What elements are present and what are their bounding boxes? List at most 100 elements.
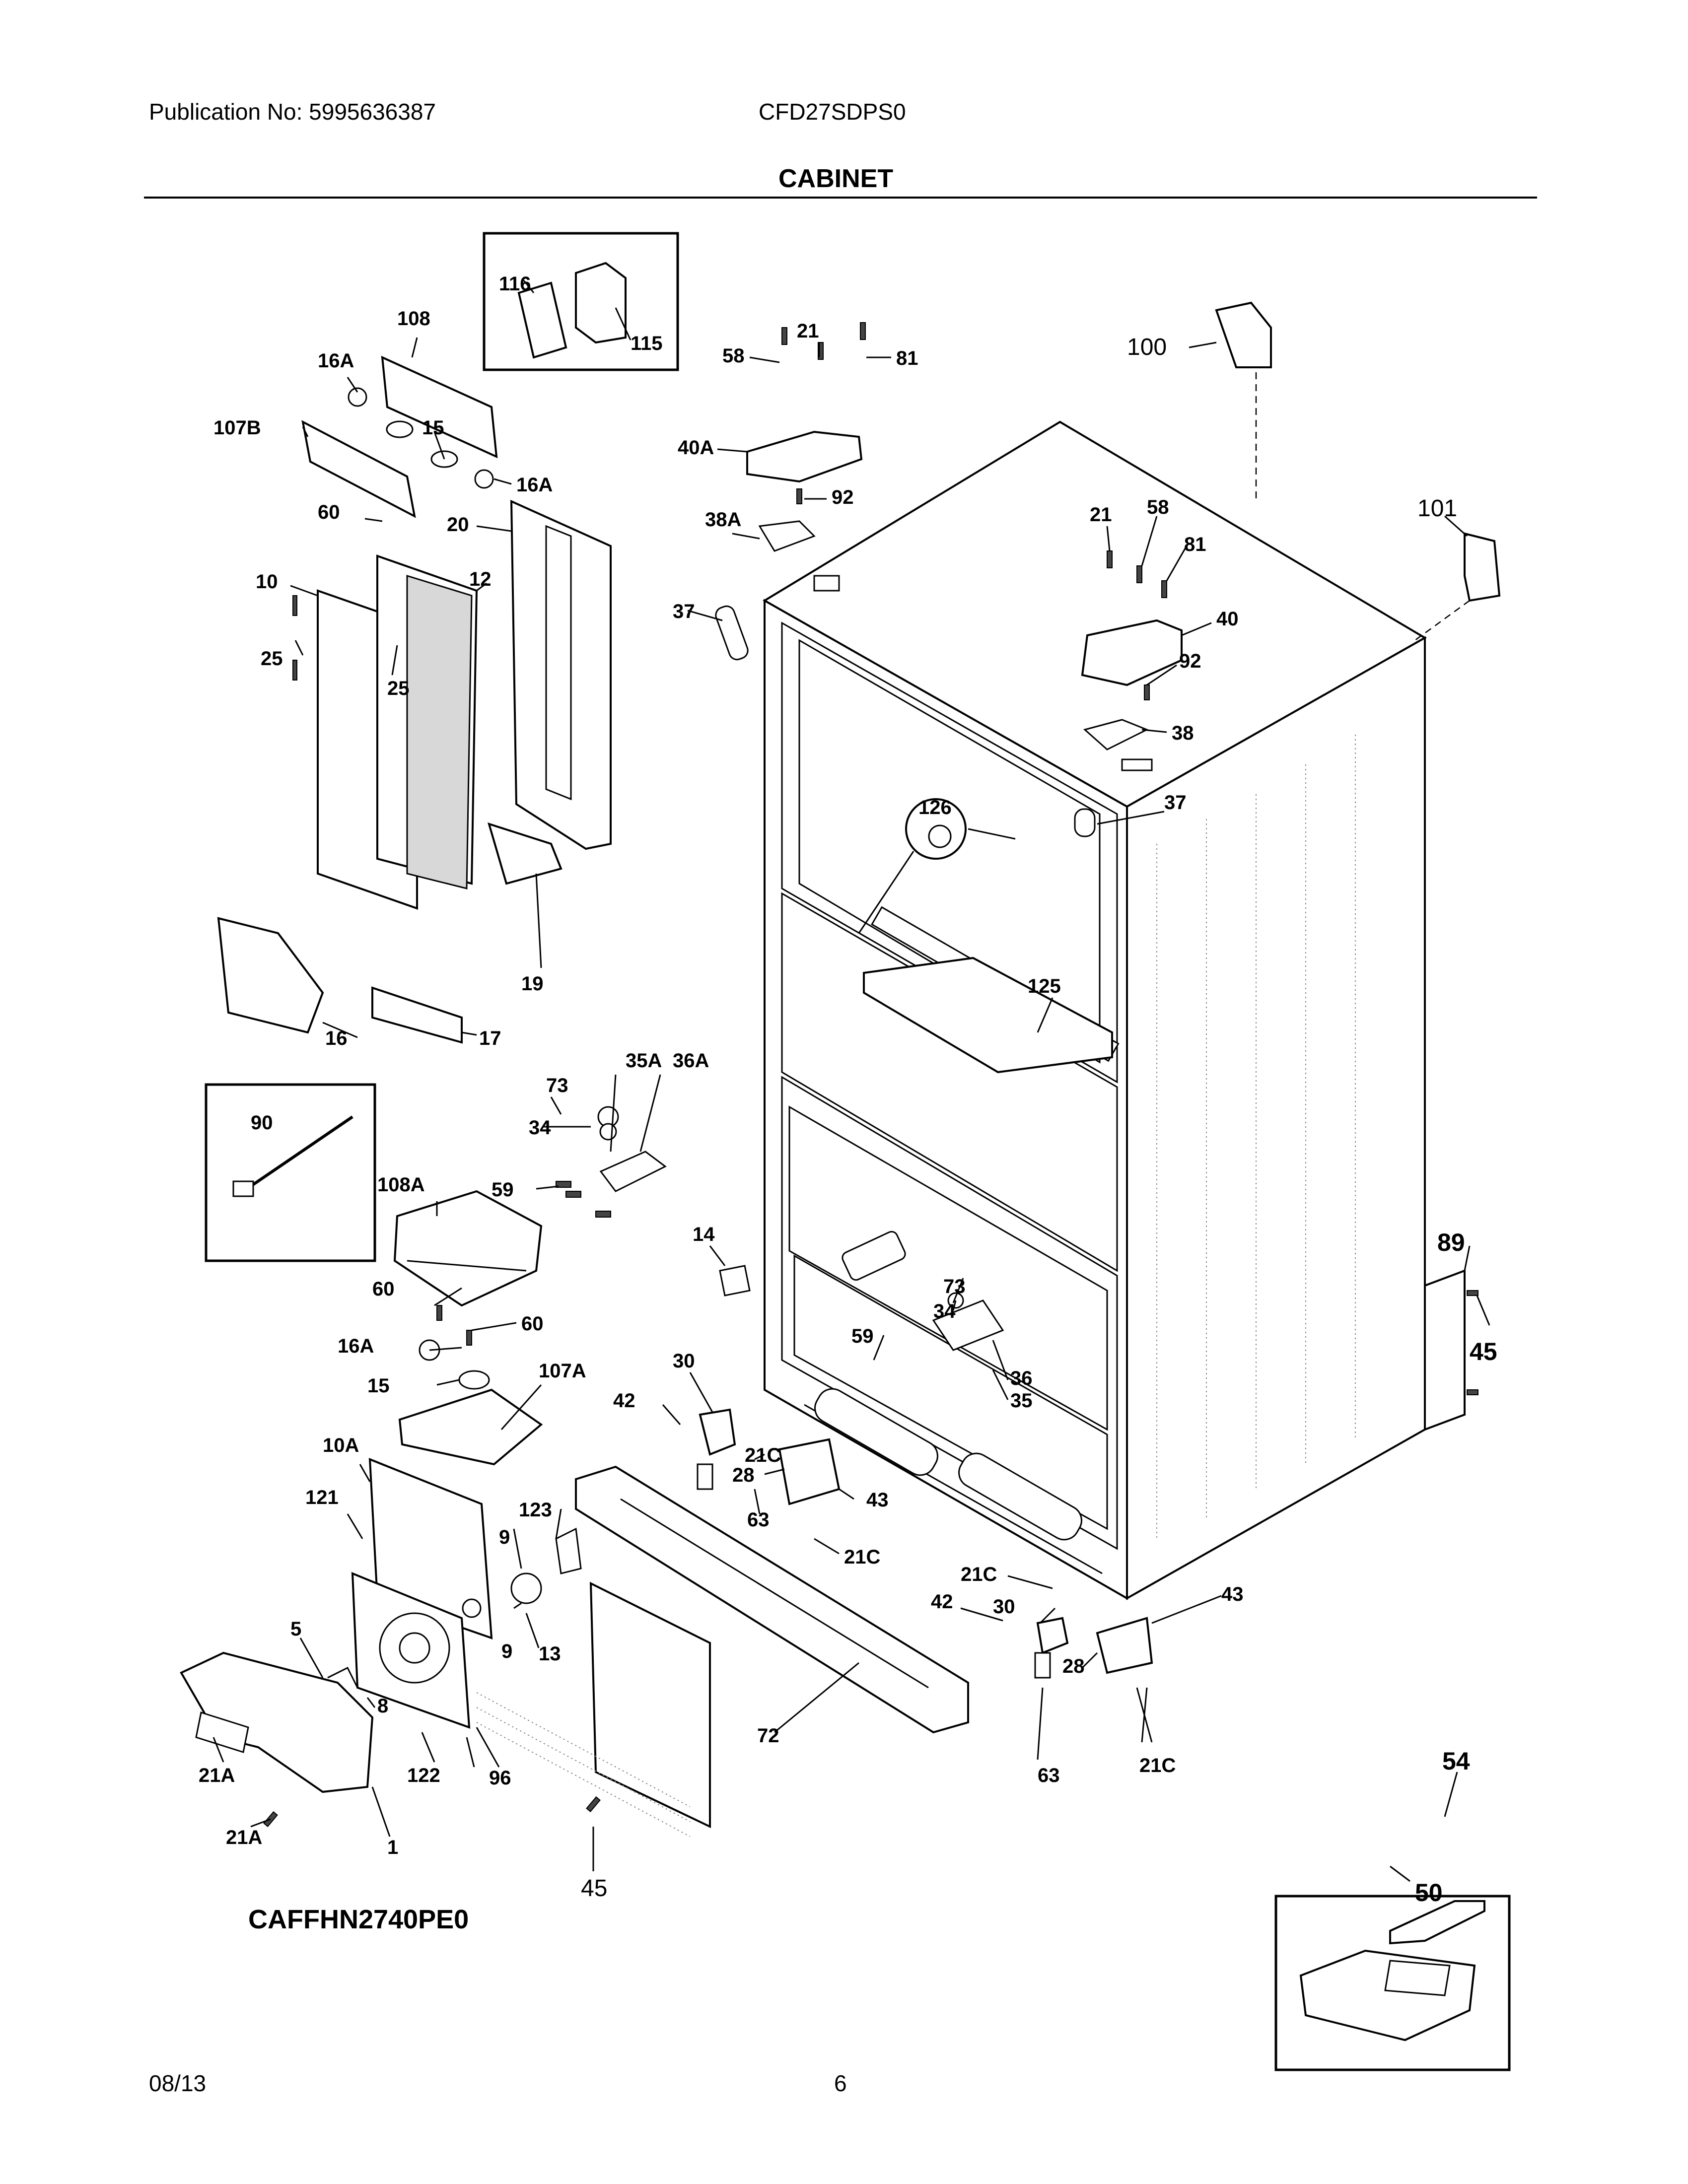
header-rule — [144, 197, 1537, 199]
callout-123: 123 — [519, 1499, 552, 1521]
leader-lines — [212, 280, 1490, 1882]
fan-assembly — [180, 1457, 711, 1837]
footer-date: 08/13 — [149, 2070, 207, 2096]
callout-36A: 36A — [673, 1050, 709, 1072]
callout-21C-b: 21C — [844, 1546, 880, 1568]
callout-73: 73 — [546, 1075, 568, 1096]
callout-16A-low: 16A — [338, 1335, 374, 1357]
top-hinge-left — [715, 322, 866, 661]
callout-21C-a: 21C — [745, 1444, 781, 1466]
callout-126: 126 — [918, 797, 952, 819]
callout-59: 59 — [492, 1179, 514, 1201]
callout-60: 60 — [318, 501, 340, 523]
callout-58-right: 58 — [1147, 496, 1169, 518]
callout-37: 37 — [673, 601, 695, 622]
callout-121: 121 — [305, 1487, 339, 1508]
callout-107B: 107B — [213, 417, 261, 439]
callout-89: 89 — [1437, 1228, 1465, 1256]
callout-13: 13 — [539, 1643, 561, 1665]
callout-21: 21 — [797, 320, 819, 342]
top-hinge-right — [1074, 550, 1183, 837]
callout-16A-mid: 16A — [516, 474, 553, 496]
toe-grille — [575, 1465, 969, 1734]
callout-92-right: 92 — [1179, 650, 1201, 672]
callout-43: 43 — [866, 1489, 889, 1511]
callout-21A-a: 21A — [199, 1765, 235, 1786]
inset-box-90 — [205, 1083, 376, 1262]
callout-16: 16 — [325, 1027, 348, 1049]
callout-16A: 16A — [318, 350, 354, 372]
callout-42-right: 42 — [931, 1591, 953, 1613]
callout-101: 101 — [1417, 495, 1457, 522]
callout-58: 58 — [722, 345, 745, 367]
callout-92: 92 — [832, 486, 854, 508]
callout-9: 9 — [499, 1526, 510, 1548]
diagram-model-code: CAFFHN2740PE0 — [248, 1905, 469, 1934]
callout-37-right: 37 — [1164, 792, 1187, 814]
inset-box-icemaker-bin — [1274, 1895, 1511, 2071]
callout-38A: 38A — [705, 509, 741, 531]
callout-81-right: 81 — [1184, 534, 1206, 555]
callout-43-right: 43 — [1221, 1583, 1244, 1605]
callout-25: 25 — [261, 648, 283, 670]
callout-25-mid: 25 — [387, 678, 410, 699]
callout-10A: 10A — [323, 1434, 359, 1456]
callout-59-right: 59 — [851, 1325, 874, 1347]
callout-35: 35 — [1010, 1390, 1033, 1412]
callout-40: 40 — [1216, 608, 1239, 630]
callout-72: 72 — [757, 1725, 779, 1747]
callout-115: 115 — [631, 333, 663, 354]
callout-20: 20 — [447, 514, 469, 536]
callout-108: 108 — [397, 308, 430, 330]
callout-34-right: 34 — [933, 1300, 956, 1322]
callout-14: 14 — [693, 1224, 715, 1245]
callout-9-low: 9 — [501, 1640, 512, 1662]
callout-81: 81 — [896, 347, 918, 369]
callout-45-low: 45 — [581, 1875, 607, 1902]
center-hinge — [393, 1106, 751, 1466]
callout-5: 5 — [290, 1618, 301, 1640]
callout-73-right: 73 — [943, 1276, 966, 1297]
callout-12: 12 — [469, 568, 492, 590]
callout-21C-c: 21C — [961, 1564, 997, 1585]
callout-116: 116 — [499, 273, 531, 295]
callout-15-low: 15 — [367, 1375, 390, 1397]
section-title: CABINET — [778, 164, 894, 193]
cabinet-body — [763, 420, 1427, 1600]
callout-100: 100 — [1127, 334, 1167, 360]
callout-8: 8 — [377, 1695, 388, 1717]
callout-21A-b: 21A — [226, 1827, 262, 1848]
callout-labels: 116 115 108 16A 107B 15 16A 60 20 10 12 … — [199, 273, 1497, 1934]
side-panel-89 — [1424, 1269, 1478, 1431]
callout-125: 125 — [1028, 975, 1061, 997]
callout-30: 30 — [673, 1350, 695, 1372]
callout-96: 96 — [489, 1767, 511, 1789]
callout-17: 17 — [479, 1027, 501, 1049]
callout-108A: 108A — [377, 1174, 425, 1196]
callout-63: 63 — [747, 1509, 770, 1531]
callout-1: 1 — [387, 1837, 398, 1858]
top-brackets — [1215, 301, 1501, 641]
callout-60-a: 60 — [372, 1278, 395, 1300]
page-number: 6 — [834, 2070, 847, 2096]
callout-28: 28 — [732, 1464, 755, 1486]
callout-28-right: 28 — [1062, 1655, 1085, 1677]
callout-36: 36 — [1010, 1367, 1033, 1389]
callout-54: 54 — [1442, 1747, 1470, 1775]
callout-60-b: 60 — [521, 1313, 544, 1335]
duct-assembly — [217, 355, 612, 1044]
inset-box-top — [483, 232, 679, 371]
publication-number: Publication No: 5995636387 — [149, 99, 436, 125]
callout-21-right: 21 — [1090, 504, 1112, 526]
callout-30-right: 30 — [993, 1596, 1015, 1618]
callout-42: 42 — [613, 1390, 635, 1412]
callout-50: 50 — [1415, 1879, 1443, 1907]
callout-122: 122 — [407, 1765, 440, 1786]
callout-38: 38 — [1172, 722, 1194, 744]
callout-45: 45 — [1470, 1338, 1497, 1365]
callout-107A: 107A — [539, 1360, 586, 1382]
callout-90: 90 — [251, 1112, 273, 1134]
callout-63-right: 63 — [1038, 1765, 1060, 1786]
callout-15: 15 — [422, 417, 444, 439]
